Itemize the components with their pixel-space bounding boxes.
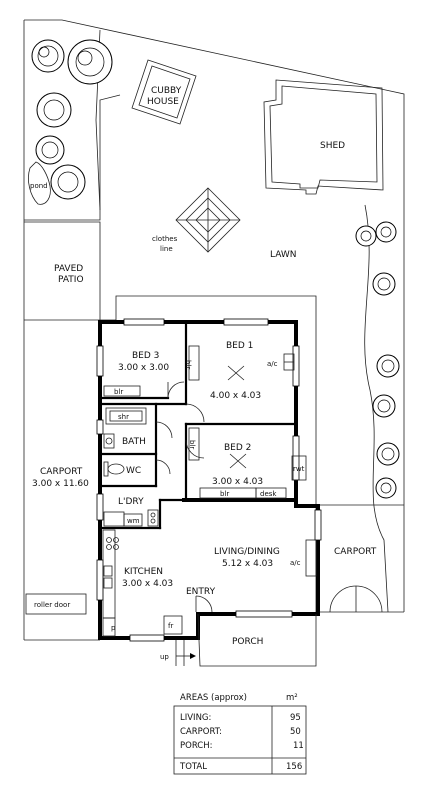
roller-door-label: roller door	[34, 601, 70, 609]
tree-icon	[375, 221, 397, 243]
areas-row-label: CARPORT:	[180, 727, 222, 737]
tub-icon	[147, 509, 159, 527]
clothes-line: clothes line	[152, 187, 241, 253]
ac-living: a/c	[290, 559, 301, 567]
blr-bed2: blr	[188, 440, 196, 449]
window	[96, 345, 104, 377]
clothes-line-label-1: clothes	[152, 235, 178, 243]
kitchen-label: KITCHEN	[124, 567, 163, 577]
areas-unit: m²	[286, 693, 298, 703]
light-fixture-icon	[227, 365, 245, 381]
bed2-size: 3.00 x 4.03	[212, 477, 263, 487]
entry-label: ENTRY	[186, 587, 216, 597]
carport-left-size: 3.00 x 11.60	[32, 479, 89, 489]
cubby-house: CUBBY HOUSE	[131, 59, 197, 125]
blr-bed3: blr	[114, 388, 123, 396]
basin-icon	[103, 433, 115, 449]
window	[314, 509, 322, 541]
bed3-label: BED 3	[132, 351, 159, 361]
toilet-icon	[103, 461, 125, 477]
fridge-label: fr	[168, 622, 173, 630]
areas-title: AREAS (approx)	[180, 693, 247, 703]
cubby-label-line1: CUBBY	[151, 86, 182, 96]
paved-label-line1: PAVED	[54, 264, 83, 274]
areas-row-value: 95	[290, 713, 301, 723]
rwt-label: rwt	[293, 465, 305, 473]
wc-label: WC	[126, 466, 141, 476]
window	[223, 318, 269, 326]
bath-label: BATH	[122, 437, 146, 447]
kitchen-bench	[102, 529, 116, 637]
roller-door	[25, 593, 87, 615]
bed1-label: BED 1	[226, 341, 253, 351]
tree-icons-right	[355, 221, 400, 499]
kitchen-size: 3.00 x 4.03	[122, 579, 173, 589]
blr-bed2-bottom: blr	[220, 490, 229, 498]
pond: pond	[28, 161, 51, 205]
clothes-line-label-2: line	[160, 245, 173, 253]
window	[292, 435, 300, 481]
areas-total-value: 156	[286, 762, 302, 772]
ac-bed1: a/c	[267, 360, 278, 368]
pond-label: pond	[30, 182, 48, 190]
ldry-label: L'DRY	[118, 497, 144, 507]
door-swings	[155, 381, 383, 613]
window	[123, 318, 165, 326]
windows	[96, 318, 322, 642]
window	[96, 419, 104, 435]
living-label: LIVING/DINING	[214, 547, 280, 557]
shed-label: SHED	[320, 141, 345, 151]
tree-icon	[50, 164, 86, 200]
tree-icon	[372, 394, 396, 418]
window	[96, 559, 104, 601]
window	[292, 345, 300, 387]
tree-icon	[31, 39, 65, 73]
areas-row-label: PORCH:	[180, 741, 213, 751]
window	[129, 634, 165, 642]
areas-row-value: 11	[293, 741, 304, 751]
carport-left-label: CARPORT	[40, 467, 83, 477]
pantry-label: p	[111, 624, 116, 632]
tree-icon	[376, 354, 400, 378]
areas-row-label: LIVING:	[180, 713, 211, 723]
wm-label: wm	[127, 517, 140, 525]
shed: SHED	[263, 79, 384, 195]
tree-icons-left	[31, 39, 113, 200]
bed1-size: 4.00 x 4.03	[210, 391, 261, 401]
lawn-label: LAWN	[270, 250, 297, 260]
tree-icon	[35, 135, 65, 165]
tree-icon	[375, 477, 397, 499]
window	[235, 610, 293, 618]
tree-icon	[36, 92, 72, 128]
window	[96, 493, 104, 521]
carport-right-label: CARPORT	[334, 547, 377, 557]
desk-label: desk	[260, 490, 277, 498]
areas-total-label: TOTAL	[179, 762, 207, 772]
bed2-label: BED 2	[224, 443, 251, 453]
paved-label-line2: PATIO	[58, 275, 84, 285]
cubby-label-line2: HOUSE	[147, 97, 179, 107]
light-fixture-icon	[229, 453, 247, 469]
cooktop-icon	[106, 537, 119, 550]
tree-icon	[355, 225, 377, 247]
tree-icon	[376, 442, 400, 466]
living-size: 5.12 x 4.03	[222, 559, 273, 569]
steps	[175, 640, 196, 666]
bed3-size: 3.00 x 3.00	[118, 363, 169, 373]
areas-table: AREAS (approx) m² LIVING: 95 CARPORT: 50…	[173, 693, 307, 775]
porch-label: PORCH	[232, 637, 263, 647]
areas-row-value: 50	[290, 727, 301, 737]
sink-icon	[103, 565, 113, 589]
up-label: up	[160, 653, 169, 661]
blr-bed1: blr	[184, 360, 192, 369]
tree-icon	[67, 39, 113, 85]
tree-icon	[372, 272, 396, 296]
shr-label: shr	[118, 413, 129, 421]
